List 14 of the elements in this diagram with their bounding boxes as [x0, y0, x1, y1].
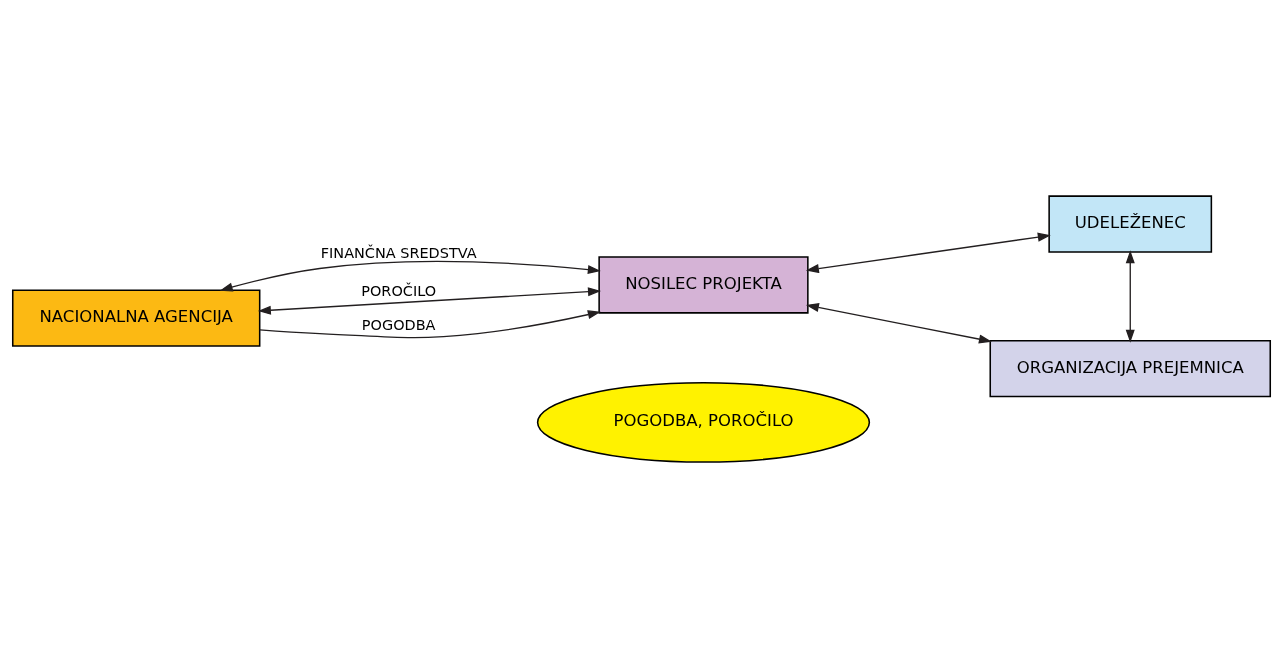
arrow — [259, 310, 601, 339]
edge-label: POGODBA — [361, 316, 436, 333]
node-ellipse: POGODBA, POROČILO — [536, 382, 871, 463]
node-box: ORGANIZACIJA PREJEMNICA — [989, 340, 1272, 398]
arrow — [1125, 250, 1135, 343]
node-box: NACIONALNA AGENCIJA — [11, 289, 261, 347]
arrow — [805, 232, 1051, 274]
edge-label: POROČILO — [361, 282, 437, 299]
edge-label: FINANČNA SREDSTVA — [320, 245, 477, 262]
node-box: NOSILEC PROJEKTA — [598, 256, 809, 314]
arrow — [805, 303, 992, 344]
node-box: UDELEŽENEC — [1048, 195, 1213, 253]
arrow — [257, 287, 602, 315]
arrow — [219, 260, 601, 292]
